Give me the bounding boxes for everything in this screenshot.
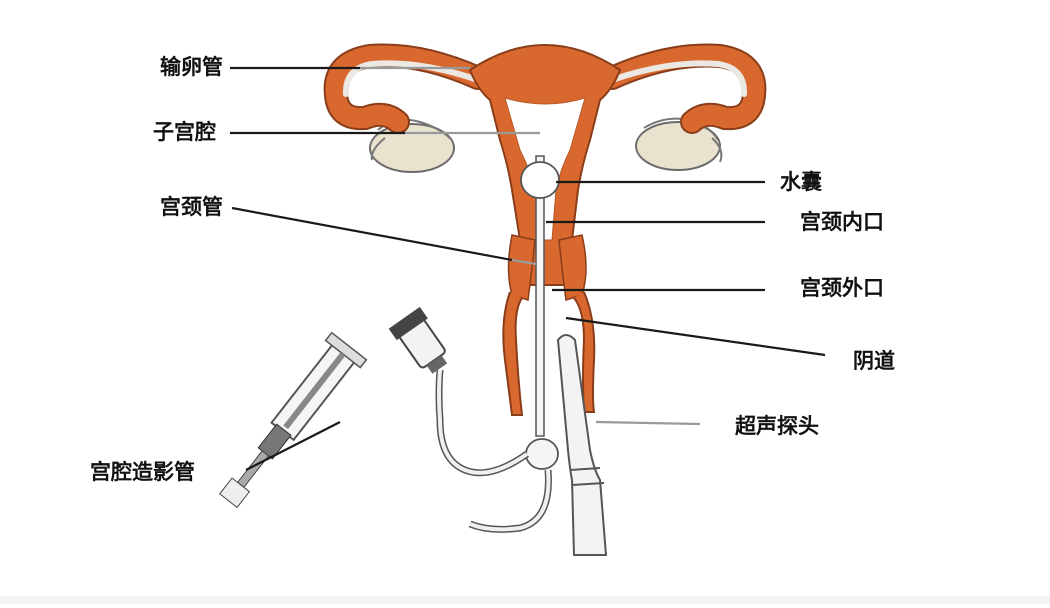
fallopian-tubes <box>323 43 767 134</box>
label-external-os: 宫颈外口 <box>800 276 884 300</box>
left-ovary <box>369 118 455 173</box>
label-uterine-cavity: 子宫腔 <box>153 120 216 144</box>
label-balloon: 水囊 <box>780 170 822 194</box>
syringe <box>219 331 368 509</box>
leader-lines <box>230 66 826 471</box>
bottom-strip <box>0 596 1050 604</box>
catheter <box>388 155 560 533</box>
label-hsg-catheter: 宫腔造影管 <box>90 460 195 484</box>
label-internal-os: 宫颈内口 <box>800 210 884 234</box>
ultrasound-probe-shape <box>556 334 608 556</box>
label-fallopian-tube: 输卵管 <box>160 55 223 79</box>
label-cervical-canal: 宫颈管 <box>160 195 223 219</box>
label-ultrasound-probe: 超声探头 <box>735 414 819 438</box>
label-vagina: 阴道 <box>853 349 895 373</box>
